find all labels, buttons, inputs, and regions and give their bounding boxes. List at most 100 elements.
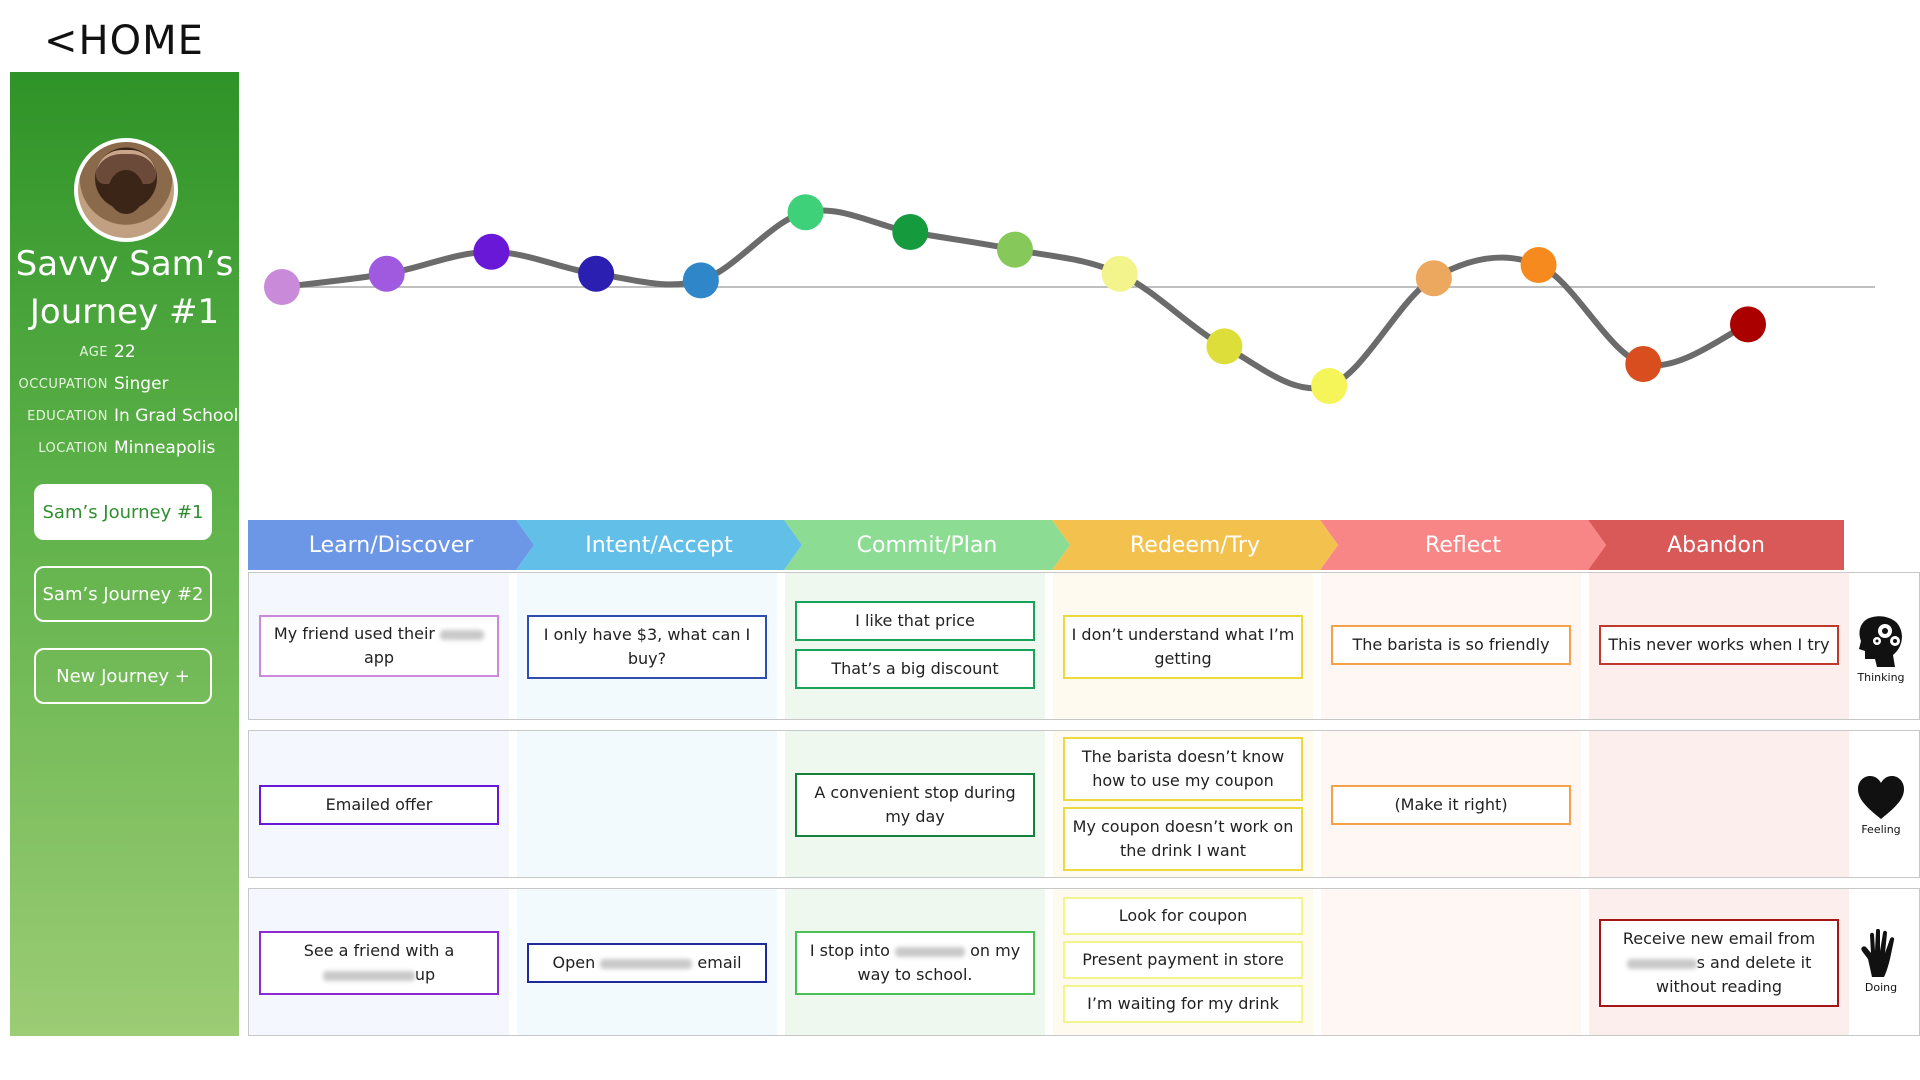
feeling-card-reflect[interactable]: (Make it right)	[1331, 785, 1571, 825]
chart-point-11	[1311, 368, 1348, 404]
card-text: My friend used their	[273, 624, 435, 643]
doing-card-redeem-2[interactable]: Present payment in store	[1063, 941, 1303, 979]
feeling-card-redeem-2[interactable]: My coupon doesn’t work on the drink I wa…	[1063, 807, 1303, 871]
doing-card-commit[interactable]: I stop into on my way to school.	[795, 931, 1035, 995]
feeling-card-commit[interactable]: A convenient stop during my day	[795, 773, 1035, 837]
age-value: 22	[114, 342, 136, 362]
persona-name-line1: Savvy Sam’s	[15, 244, 234, 284]
redacted-text	[895, 946, 965, 957]
stage-learn-discover: Learn/Discover	[248, 520, 534, 570]
feeling-card-redeem-1[interactable]: The barista doesn’t know how to use my c…	[1063, 737, 1303, 801]
thinking-col-abandon: This never works when I try	[1589, 573, 1849, 719]
feeling-col-redeem: The barista doesn’t know how to use my c…	[1053, 731, 1313, 877]
thinking-card-intent[interactable]: I only have $3, what can I buy?	[527, 615, 767, 679]
doing-col-intent: Open email	[517, 889, 777, 1035]
persona-name-line2: Journey #1	[29, 292, 220, 332]
stage-abandon: Abandon	[1588, 520, 1844, 570]
thinking-card-commit-2[interactable]: That’s a big discount	[795, 649, 1035, 689]
card-text: email	[697, 953, 742, 972]
journey-1-button[interactable]: Sam’s Journey #1	[34, 484, 212, 540]
persona-sidebar: Savvy Sam’s Journey #1 AGE 22 OCCUPATION…	[10, 72, 239, 1036]
thinking-col-learn: My friend used their app	[249, 573, 509, 719]
chart-point-8	[997, 231, 1033, 268]
age-label: AGE	[79, 345, 108, 360]
journey-2-button[interactable]: Sam’s Journey #2	[34, 566, 212, 622]
location-value: Minneapolis	[114, 438, 216, 458]
doing-card-redeem-1[interactable]: Look for coupon	[1063, 897, 1303, 935]
thinking-card-redeem[interactable]: I don’t understand what I’m getting	[1063, 615, 1303, 679]
doing-icon-group: Doing	[1849, 929, 1913, 994]
stage-commit-plan: Commit/Plan	[784, 520, 1070, 570]
redacted-text	[1626, 958, 1697, 969]
doing-card-redeem-3[interactable]: I’m waiting for my drink	[1063, 985, 1303, 1023]
doing-col-reflect	[1321, 889, 1581, 1035]
card-text: I stop into	[809, 941, 890, 960]
feeling-label: Feeling	[1861, 823, 1901, 836]
thinking-row: My friend used their app I only have $3,…	[248, 572, 1920, 720]
thinking-card-reflect[interactable]: The barista is so friendly	[1331, 625, 1571, 665]
education-label: EDUCATION	[27, 409, 108, 424]
chart-point-14	[1625, 346, 1662, 382]
persona-name: Savvy Sam’s Journey #1	[10, 240, 239, 336]
thinking-col-commit: I like that price That’s a big discount	[785, 573, 1045, 719]
card-text: up	[414, 965, 436, 984]
card-text: on my way to school.	[857, 941, 1021, 984]
stage-intent-accept: Intent/Accept	[516, 520, 802, 570]
card-text: s and delete it	[1696, 953, 1812, 972]
doing-card-learn[interactable]: See a friend with a up	[259, 931, 499, 995]
doing-row: See a friend with a up Open email I stop …	[248, 888, 1920, 1036]
heart-icon	[1858, 776, 1904, 819]
thinking-card-learn[interactable]: My friend used their app	[259, 615, 499, 677]
doing-col-abandon: Receive new email from s and delete it wit…	[1589, 889, 1849, 1035]
chart-point-5	[682, 262, 719, 299]
card-text: Open	[552, 953, 596, 972]
home-link[interactable]: <HOME	[44, 18, 204, 64]
chart-point-6	[787, 194, 824, 231]
doing-col-commit: I stop into on my way to school.	[785, 889, 1045, 1035]
redacted-text	[600, 958, 693, 969]
feeling-col-commit: A convenient stop during my day	[785, 731, 1045, 877]
redacted-text	[322, 970, 415, 981]
education-value: In Grad School	[114, 406, 239, 426]
thinking-label: Thinking	[1857, 671, 1905, 684]
chart-points	[264, 194, 1766, 404]
location-label: LOCATION	[38, 441, 108, 456]
stage-header: Learn/Discover Intent/Accept Commit/Plan…	[248, 520, 1848, 570]
thinking-card-abandon[interactable]: This never works when I try	[1599, 625, 1839, 665]
feeling-col-abandon	[1589, 731, 1849, 877]
doing-card-abandon[interactable]: Receive new email from s and delete it wit…	[1599, 919, 1839, 1007]
chart-point-10	[1206, 328, 1243, 365]
chart-point-4	[578, 255, 615, 292]
thinking-icon-group: Thinking	[1849, 613, 1913, 684]
card-text: without reading	[1655, 977, 1782, 996]
feeling-row: Emailed offer A convenient stop during m…	[248, 730, 1920, 878]
feeling-col-reflect: (Make it right)	[1321, 731, 1581, 877]
card-text: Receive new email from	[1622, 929, 1816, 948]
chart-point-15	[1730, 306, 1766, 343]
emotion-curve-chart	[264, 194, 1875, 404]
stage-reflect: Reflect	[1320, 520, 1606, 570]
thinking-col-redeem: I don’t understand what I’m getting	[1053, 573, 1313, 719]
thinking-col-reflect: The barista is so friendly	[1321, 573, 1581, 719]
chart-point-7	[892, 214, 929, 250]
thinking-col-intent: I only have $3, what can I buy?	[517, 573, 777, 719]
card-text: app	[363, 648, 395, 667]
new-journey-button[interactable]: New Journey +	[34, 648, 212, 704]
chart-point-3	[473, 233, 510, 270]
doing-label: Doing	[1864, 981, 1898, 994]
head-gears-icon	[1859, 616, 1902, 667]
hand-icon	[1861, 929, 1895, 977]
card-text: See a friend with a	[303, 941, 455, 960]
redacted-text	[440, 629, 485, 640]
doing-card-intent[interactable]: Open email	[527, 943, 767, 983]
thinking-card-commit-1[interactable]: I like that price	[795, 601, 1035, 641]
chart-point-13	[1520, 247, 1557, 283]
chart-point-1	[264, 269, 300, 305]
occupation-label: OCCUPATION	[18, 377, 108, 392]
stage-redeem-try: Redeem/Try	[1052, 520, 1338, 570]
chart-point-12	[1415, 260, 1452, 297]
feeling-col-learn: Emailed offer	[249, 731, 509, 877]
feeling-card-learn[interactable]: Emailed offer	[259, 785, 499, 825]
chart-point-2	[368, 255, 405, 292]
doing-col-redeem: Look for coupon Present payment in store…	[1053, 889, 1313, 1035]
